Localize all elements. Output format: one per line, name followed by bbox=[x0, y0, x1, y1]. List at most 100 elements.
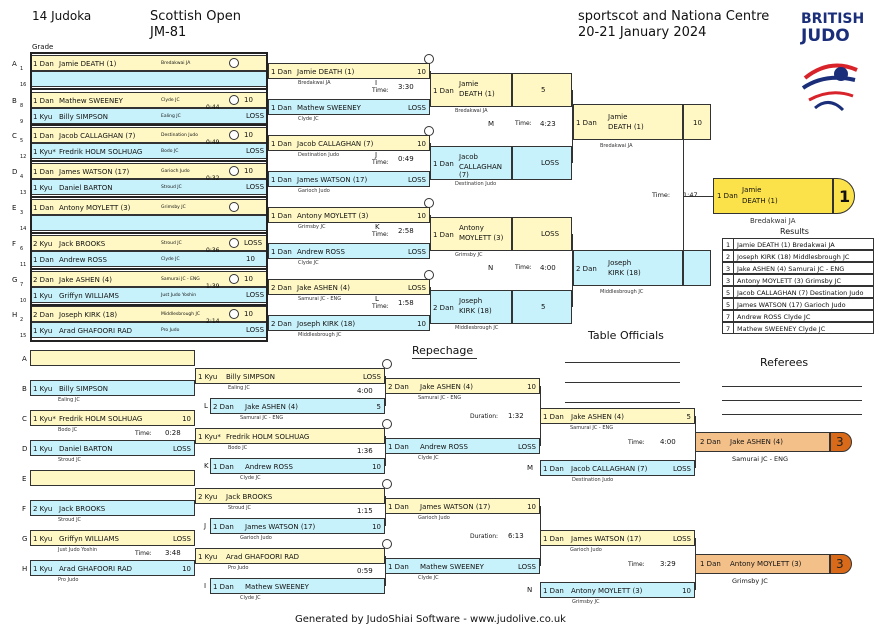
grade: 1 Kyu* bbox=[33, 148, 56, 156]
british-judo-logo: BRITISH JUDO bbox=[795, 12, 865, 122]
result: LOSS bbox=[541, 230, 560, 238]
seed-number: 13 bbox=[20, 190, 27, 196]
competitor-name: Arad GHAFOORI RAD bbox=[59, 565, 133, 573]
grade: 1 Dan bbox=[543, 535, 564, 543]
club-name: Ealing JC bbox=[161, 114, 181, 119]
club-name: Samurai JC - ENG bbox=[298, 296, 342, 302]
competitor-name: Andrew ROSS bbox=[59, 256, 107, 264]
result-name: Andrew ROSS Clyde JC bbox=[737, 313, 811, 321]
result: 10 bbox=[417, 320, 426, 328]
bracket-letter: D bbox=[12, 168, 18, 176]
grade: 1 Dan bbox=[271, 104, 292, 112]
final-bottom[interactable]: 2 Dan Joseph KIRK (18) bbox=[573, 250, 683, 286]
club-name: Middlesbrough JC bbox=[455, 325, 499, 331]
bracket-letter: A bbox=[22, 355, 27, 363]
pool-pair-box bbox=[30, 304, 268, 342]
repechage-row[interactable] bbox=[30, 470, 195, 486]
match-top[interactable]: 1 Kyu*Fredrik HOLM SOLHUAG bbox=[195, 428, 385, 444]
club-name: Clyde JC bbox=[161, 98, 180, 103]
result-position: 2 bbox=[726, 253, 731, 261]
club-name: Middlesbrough JC bbox=[298, 332, 342, 338]
club-name: Bodo JC bbox=[161, 149, 179, 154]
bronze-place-badge: 3 bbox=[830, 432, 852, 452]
seed-number: 9 bbox=[20, 119, 24, 125]
grade: 1 Dan bbox=[271, 248, 292, 256]
seed-number: 4 bbox=[20, 174, 24, 180]
repechage-row[interactable] bbox=[30, 350, 195, 366]
match-letter: L bbox=[204, 402, 208, 410]
competitor-name: Billy SIMPSON bbox=[226, 373, 275, 381]
club-name: Garioch Judo bbox=[570, 547, 602, 553]
club-name: Clyde JC bbox=[418, 575, 439, 581]
grade: 1 Dan bbox=[213, 463, 234, 471]
club-name: Destination Judo bbox=[455, 181, 497, 187]
match-number-icon bbox=[382, 419, 392, 429]
seed-number: 8 bbox=[20, 103, 24, 109]
competitor-name: Joseph KIRK (18) bbox=[297, 320, 356, 328]
match-letter: J bbox=[204, 522, 207, 530]
final-top[interactable]: 1 Dan Jamie DEATH (1) bbox=[573, 104, 683, 140]
grade: 1 Dan bbox=[271, 140, 292, 148]
match-number-icon bbox=[229, 238, 239, 248]
competitor-name: DEATH (1) bbox=[459, 90, 495, 98]
club-name: Garioch Judo bbox=[298, 188, 330, 194]
match-number-icon bbox=[229, 95, 239, 105]
grade: 1 Dan bbox=[213, 583, 234, 591]
grade: 2 Dan bbox=[388, 383, 409, 391]
match-bottom[interactable]: 1 Dan Andrew ROSS LOSS bbox=[268, 243, 430, 259]
competitor-name: Jamie DEATH (1) bbox=[59, 60, 117, 68]
grade: 1 Dan bbox=[388, 563, 409, 571]
competitor-name: Andrew ROSS bbox=[297, 248, 345, 256]
match-time: 4:23 bbox=[540, 120, 556, 128]
result: LOSS bbox=[407, 248, 426, 256]
competitor-name: Jacob bbox=[459, 153, 478, 161]
match-number-icon bbox=[229, 309, 239, 319]
